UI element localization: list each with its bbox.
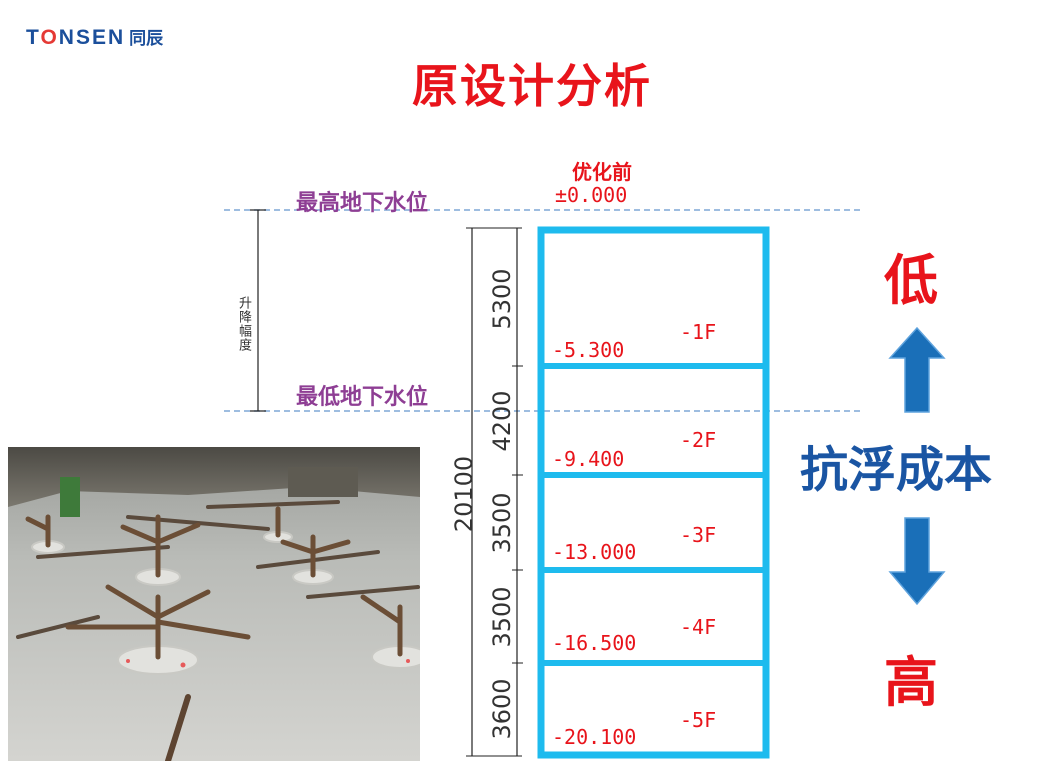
floor-height-5f: 3600 [488, 678, 516, 740]
floor-elevation-1f: -5.300 [552, 338, 625, 362]
floor-name-3f: -3F [680, 523, 717, 547]
fluctuation-label: 升降幅度 [236, 296, 251, 352]
anchor-rebar-photo [8, 447, 420, 761]
arrow-up-icon [888, 326, 946, 413]
building-frame [537, 226, 770, 759]
floor-height-4f: 3500 [488, 586, 516, 648]
floor-height-1f: 5300 [488, 268, 516, 330]
floor-elevation-4f: -16.500 [552, 631, 637, 655]
brand-name: TONSEN [26, 26, 126, 49]
floor-elevation-5f: -20.100 [552, 725, 637, 749]
cost-high-label: 高 [884, 651, 938, 714]
floor-name-4f: -4F [680, 615, 717, 639]
floor-name-1f: -1F [680, 320, 717, 344]
construction-photo [8, 447, 420, 761]
floor-name-2f: -2F [680, 428, 717, 452]
before-optimization-label: 优化前 [572, 160, 632, 184]
brand-name-cn: 同辰 [129, 29, 164, 49]
zero-elevation: ±0.000 [555, 183, 628, 207]
anti-float-cost-label: 抗浮成本 [800, 442, 993, 498]
arrow-down-icon [888, 517, 946, 606]
floor-height-2f: 4200 [488, 390, 516, 452]
cost-low-label: 低 [884, 249, 938, 312]
floor-height-3f: 3500 [488, 492, 516, 554]
total-height-dimension: 20100 [450, 455, 478, 533]
floor-elevation-3f: -13.000 [552, 540, 637, 564]
high-water-label: 最高地下水位 [296, 191, 429, 216]
floor-name-5f: -5F [680, 708, 717, 732]
page-title: 原设计分析 [412, 59, 652, 113]
low-water-label: 最低地下水位 [296, 385, 429, 410]
floor-elevation-2f: -9.400 [552, 447, 625, 471]
brand-logo: TONSEN 同辰 [26, 24, 163, 50]
